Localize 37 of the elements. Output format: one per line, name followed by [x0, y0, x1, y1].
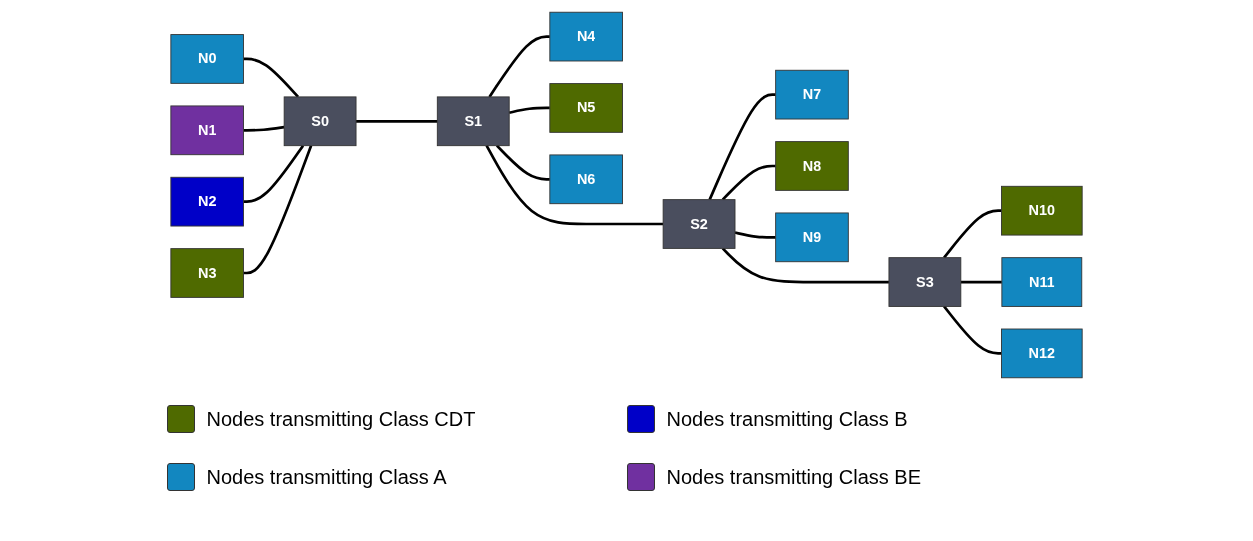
connector [495, 144, 550, 181]
connector [721, 247, 889, 284]
legend-text: Nodes transmitting Class A [206, 465, 447, 489]
node-box: N2 [170, 176, 244, 227]
node-box: N6 [549, 154, 623, 205]
legend-text: Nodes transmitting Class CDT [206, 407, 476, 431]
legend-text: Nodes transmitting Class B [666, 407, 908, 431]
node-box: N11 [1001, 257, 1083, 307]
connector [243, 57, 300, 98]
legend-text: Nodes transmitting Class BE [666, 465, 922, 489]
connector [734, 231, 776, 239]
node-box: S3 [888, 257, 962, 307]
node-box: N9 [775, 212, 849, 263]
node-box: N4 [549, 11, 623, 62]
node-box: S0 [283, 96, 357, 147]
node-box: S1 [436, 96, 510, 147]
connector [488, 35, 550, 98]
node-box: N0 [170, 34, 244, 84]
node-box: N8 [775, 141, 849, 191]
connector [708, 93, 776, 201]
node-box: N5 [549, 83, 623, 133]
connector [243, 125, 285, 132]
node-box: S2 [662, 199, 736, 249]
connector [243, 145, 313, 275]
connector [356, 119, 438, 123]
node-box: N1 [170, 105, 244, 156]
node-box: N3 [170, 248, 244, 298]
connector [243, 144, 305, 203]
connector [960, 280, 1002, 284]
connector [943, 209, 1002, 259]
connector [485, 145, 664, 226]
node-box: N7 [775, 69, 849, 120]
connector [721, 164, 776, 201]
node-box: N12 [1001, 328, 1083, 379]
node-box: N10 [1001, 185, 1083, 236]
connector [508, 106, 550, 115]
connector [943, 305, 1002, 355]
